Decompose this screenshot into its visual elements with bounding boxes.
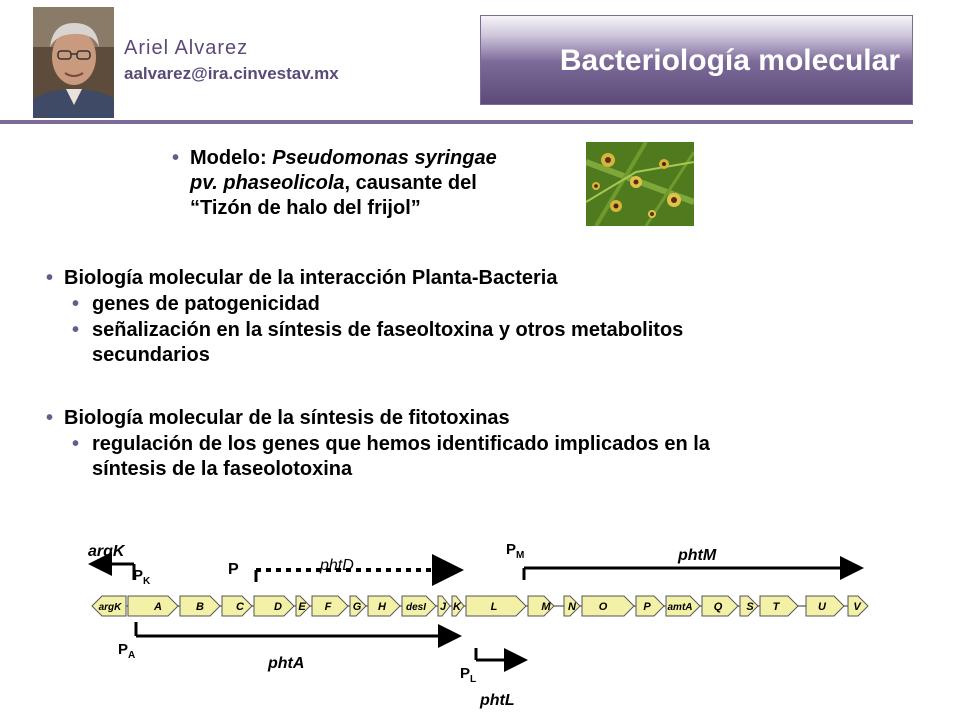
svg-text:G: G (353, 601, 362, 613)
svg-text:PL: PL (460, 665, 476, 685)
transcript-phtL: phtL (474, 648, 528, 709)
gene-U: U (805, 595, 845, 617)
promoter-PK: PK (133, 567, 151, 587)
list-item: genes de patogenicidad (92, 293, 320, 315)
transcript-argK: argK (88, 543, 136, 580)
svg-text:E: E (298, 601, 306, 613)
bullet-icon: • (72, 433, 80, 455)
svg-text:argK: argK (99, 602, 123, 613)
svg-text:A: A (153, 601, 162, 613)
bullet-icon: • (46, 407, 54, 429)
svg-text:O: O (599, 601, 608, 613)
author-photo (33, 7, 114, 118)
title-banner: Bacteriología molecular (480, 15, 913, 105)
promoter-PL: PL (460, 665, 476, 685)
gene-argK: argK (91, 595, 127, 617)
svg-text:B: B (196, 601, 204, 613)
promoter-P: P (228, 561, 239, 578)
promoter-PM: PM (506, 541, 524, 561)
gene-V: V (847, 595, 869, 617)
transcript-phtA: phtA (134, 622, 462, 672)
page-title: Bacteriología molecular (559, 44, 900, 77)
bullet-icon: • (172, 147, 180, 169)
svg-text:PA: PA (118, 641, 135, 661)
svg-text:T: T (773, 601, 781, 613)
svg-text:phtL: phtL (479, 692, 515, 709)
gene-C: C (221, 595, 253, 617)
svg-text:V: V (853, 601, 862, 613)
svg-text:J: J (440, 601, 447, 613)
gene-N: N (563, 595, 581, 617)
svg-text:PM: PM (506, 541, 524, 561)
svg-text:S: S (746, 601, 754, 613)
transcript-phtM: phtM (522, 547, 864, 580)
svg-text:argK: argK (88, 543, 126, 560)
gene-Q: Q (701, 595, 739, 617)
gene-H: H (367, 595, 401, 617)
svg-text:M: M (541, 601, 551, 613)
bullet-icon: • (72, 293, 80, 315)
gene-F: F (311, 595, 349, 617)
header-divider (0, 120, 913, 124)
svg-text:Q: Q (714, 601, 723, 613)
gene-K: K (451, 595, 465, 617)
model-block: • Modelo: Pseudomonas syringae pv. phase… (172, 146, 497, 221)
gene-desI: desI (401, 595, 437, 617)
list-item: señalización en la síntesis de faseoltox… (92, 319, 684, 341)
gene-L: L (465, 595, 527, 617)
svg-text:PK: PK (133, 567, 151, 587)
svg-text:F: F (325, 601, 332, 613)
svg-text:phtM: phtM (677, 547, 717, 564)
leaf-photo (586, 142, 694, 226)
svg-text:U: U (818, 601, 827, 613)
model-line-3: “Tizón de halo del frijol” (190, 197, 421, 219)
section-1: • Biología molecular de la interacción P… (46, 266, 683, 368)
svg-text:H: H (378, 601, 387, 613)
model-line-2: pv. phaseolicola, causante del (190, 172, 477, 194)
svg-text:P: P (643, 601, 651, 613)
bullet-icon: • (46, 267, 54, 289)
gene-cluster-map: argK A B C D E F G H desI J K L M N O P … (88, 541, 869, 709)
gene-G: G (349, 595, 367, 617)
gene-P: P (635, 595, 665, 617)
pathovar-name: pv. phaseolicola (190, 172, 345, 194)
gene-E: E (295, 595, 311, 617)
svg-text:C: C (236, 601, 245, 613)
svg-text:D: D (274, 601, 282, 613)
svg-text:N: N (568, 601, 577, 613)
svg-text:P: P (228, 561, 239, 578)
transcript-phtD: phtD (254, 554, 464, 586)
svg-text:phtA: phtA (267, 655, 304, 672)
svg-text:desI: desI (406, 602, 426, 613)
svg-text:L: L (491, 601, 498, 613)
gene-J: J (437, 595, 451, 617)
promoter-PA: PA (118, 641, 135, 661)
author-email[interactable]: aalvarez@ira.cinvestav.mx (124, 64, 339, 83)
gene-M: M (527, 595, 555, 617)
section-heading: Biología molecular de la síntesis de fit… (64, 407, 510, 429)
gene-amtA: amtA (665, 595, 701, 617)
svg-text:amtA: amtA (667, 602, 692, 613)
species-name: Pseudomonas syringae (272, 147, 497, 169)
gene-B: B (179, 595, 221, 617)
list-item: regulación de los genes que hemos identi… (92, 433, 710, 455)
gene-D: D (253, 595, 295, 617)
gene-O: O (581, 595, 635, 617)
gene-S: S (739, 595, 759, 617)
gene-T: T (759, 595, 799, 617)
bullet-icon: • (72, 319, 80, 341)
gene-A: A (127, 595, 179, 617)
list-item-continuation: secundarios (92, 344, 210, 366)
section-heading: Biología molecular de la interacción Pla… (64, 267, 558, 289)
author-name: Ariel Alvarez (124, 37, 249, 59)
section-2: • Biología molecular de la síntesis de f… (46, 406, 710, 482)
svg-text:K: K (453, 601, 462, 613)
list-item-continuation: síntesis de la faseolotoxina (92, 458, 353, 480)
model-line-1: Modelo: Pseudomonas syringae (190, 147, 497, 169)
